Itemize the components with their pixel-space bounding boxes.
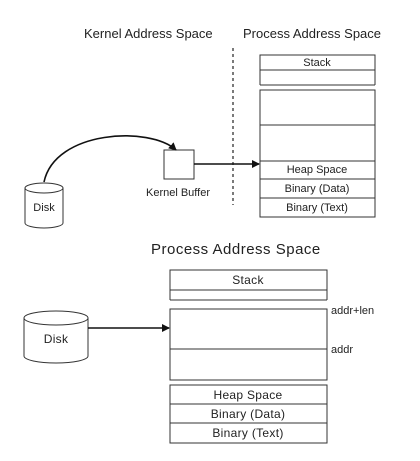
top-disk-cylinder: [24, 182, 64, 229]
top-process-column: [259, 54, 376, 218]
bottom-mapped-region: [169, 308, 328, 350]
bottom-text-label: Binary (Text): [212, 426, 284, 440]
bottom-text-cell: [169, 422, 328, 444]
addr-len-label: addr+len: [331, 305, 375, 317]
top-mapped-region: [259, 89, 376, 126]
disk-to-kernel-buffer-arrow: [43, 135, 177, 183]
top-heap-label: Heap Space: [286, 164, 348, 176]
bottom-process-address-space-heading: Process Address Space: [151, 241, 321, 258]
bottom-process-column: [169, 269, 328, 444]
top-disk-label: Disk: [33, 202, 55, 214]
bottom-stack-label: Stack: [232, 273, 264, 287]
top-text-label: Binary (Text): [286, 202, 348, 214]
top-process-address-space-heading: Process Address Space: [243, 26, 382, 41]
addr-label: addr: [331, 344, 354, 356]
bottom-disk-cylinder: [23, 310, 89, 364]
top-mid-region: [259, 124, 376, 162]
bottom-data-label: Binary (Data): [210, 407, 286, 421]
top-stack-cell: [259, 54, 376, 71]
kernel-buffer-box: [163, 149, 195, 180]
top-data-label: Binary (Data): [284, 183, 350, 195]
bottom-stack-cell: [169, 269, 328, 291]
bottom-disk-label: Disk: [43, 332, 69, 346]
bottom-mid-region: [169, 348, 328, 381]
top-text-cell: [259, 197, 376, 218]
top-stack-label: Stack: [303, 57, 331, 69]
kernel-address-space-heading: Kernel Address Space: [84, 26, 213, 41]
kernel-buffer-label: Kernel Buffer: [145, 187, 211, 199]
bottom-heap-label: Heap Space: [213, 388, 283, 402]
